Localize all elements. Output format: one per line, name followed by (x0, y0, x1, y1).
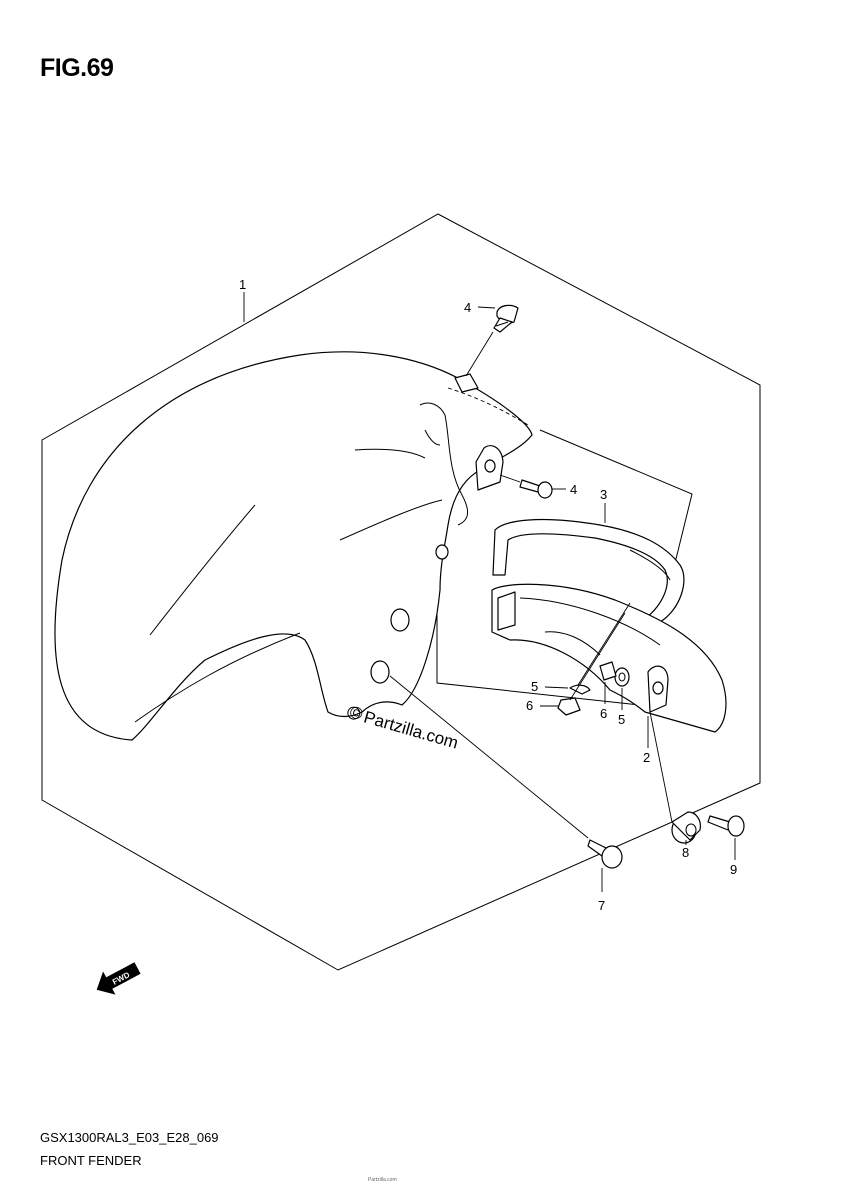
nut-6-right[interactable] (599, 661, 617, 681)
clip-5[interactable] (569, 684, 591, 695)
leader-4a (477, 306, 496, 309)
callout-1: 1 (239, 277, 246, 292)
leader-4b-shaft (499, 474, 521, 483)
inner-fender[interactable] (491, 583, 727, 733)
svg-text:©: © (348, 702, 366, 724)
grommet-8[interactable] (671, 811, 701, 844)
leader-5a (544, 686, 569, 689)
callout-3: 3 (600, 487, 607, 502)
screw-7[interactable] (587, 839, 623, 869)
svg-text:Partzilla.com: Partzilla.com (362, 707, 461, 752)
callout-5a: 5 (531, 679, 538, 694)
callout-8: 8 (682, 845, 689, 860)
forward-arrow-icon: FWD (96, 962, 141, 995)
callout-4a: 4 (464, 300, 471, 315)
leader-4a-shaft (465, 331, 494, 377)
leader-6a-up (569, 612, 626, 701)
leader-7-up (389, 675, 589, 839)
callout-2: 2 (643, 750, 650, 765)
front-fender[interactable] (54, 351, 533, 741)
model-code: GSX1300RAL3_E03_E28_069 (40, 1130, 219, 1145)
callout-7: 7 (598, 898, 605, 913)
callout-6b: 6 (600, 706, 607, 721)
assembly-line-upper (447, 387, 529, 426)
bolt-4-upper[interactable] (493, 304, 519, 333)
assembly-boundary (41, 213, 761, 971)
bolt-9[interactable] (707, 815, 745, 837)
partzilla-watermark: © Partzilla.com (347, 702, 461, 753)
bolt-4-side[interactable] (519, 479, 553, 499)
callout-4b: 4 (570, 482, 577, 497)
leader-5a-up (577, 602, 631, 686)
figure-title: FIG.69 (40, 54, 114, 82)
section-name: FRONT FENDER (40, 1153, 142, 1168)
callout-5b: 5 (618, 712, 625, 727)
nut-6-left[interactable] (557, 697, 581, 716)
washer-5[interactable] (614, 667, 630, 687)
leader-8-up (649, 711, 673, 823)
footer-fine-print: Partzilla.com (368, 1177, 397, 1183)
callout-9: 9 (730, 862, 737, 877)
callout-6a: 6 (526, 698, 533, 713)
